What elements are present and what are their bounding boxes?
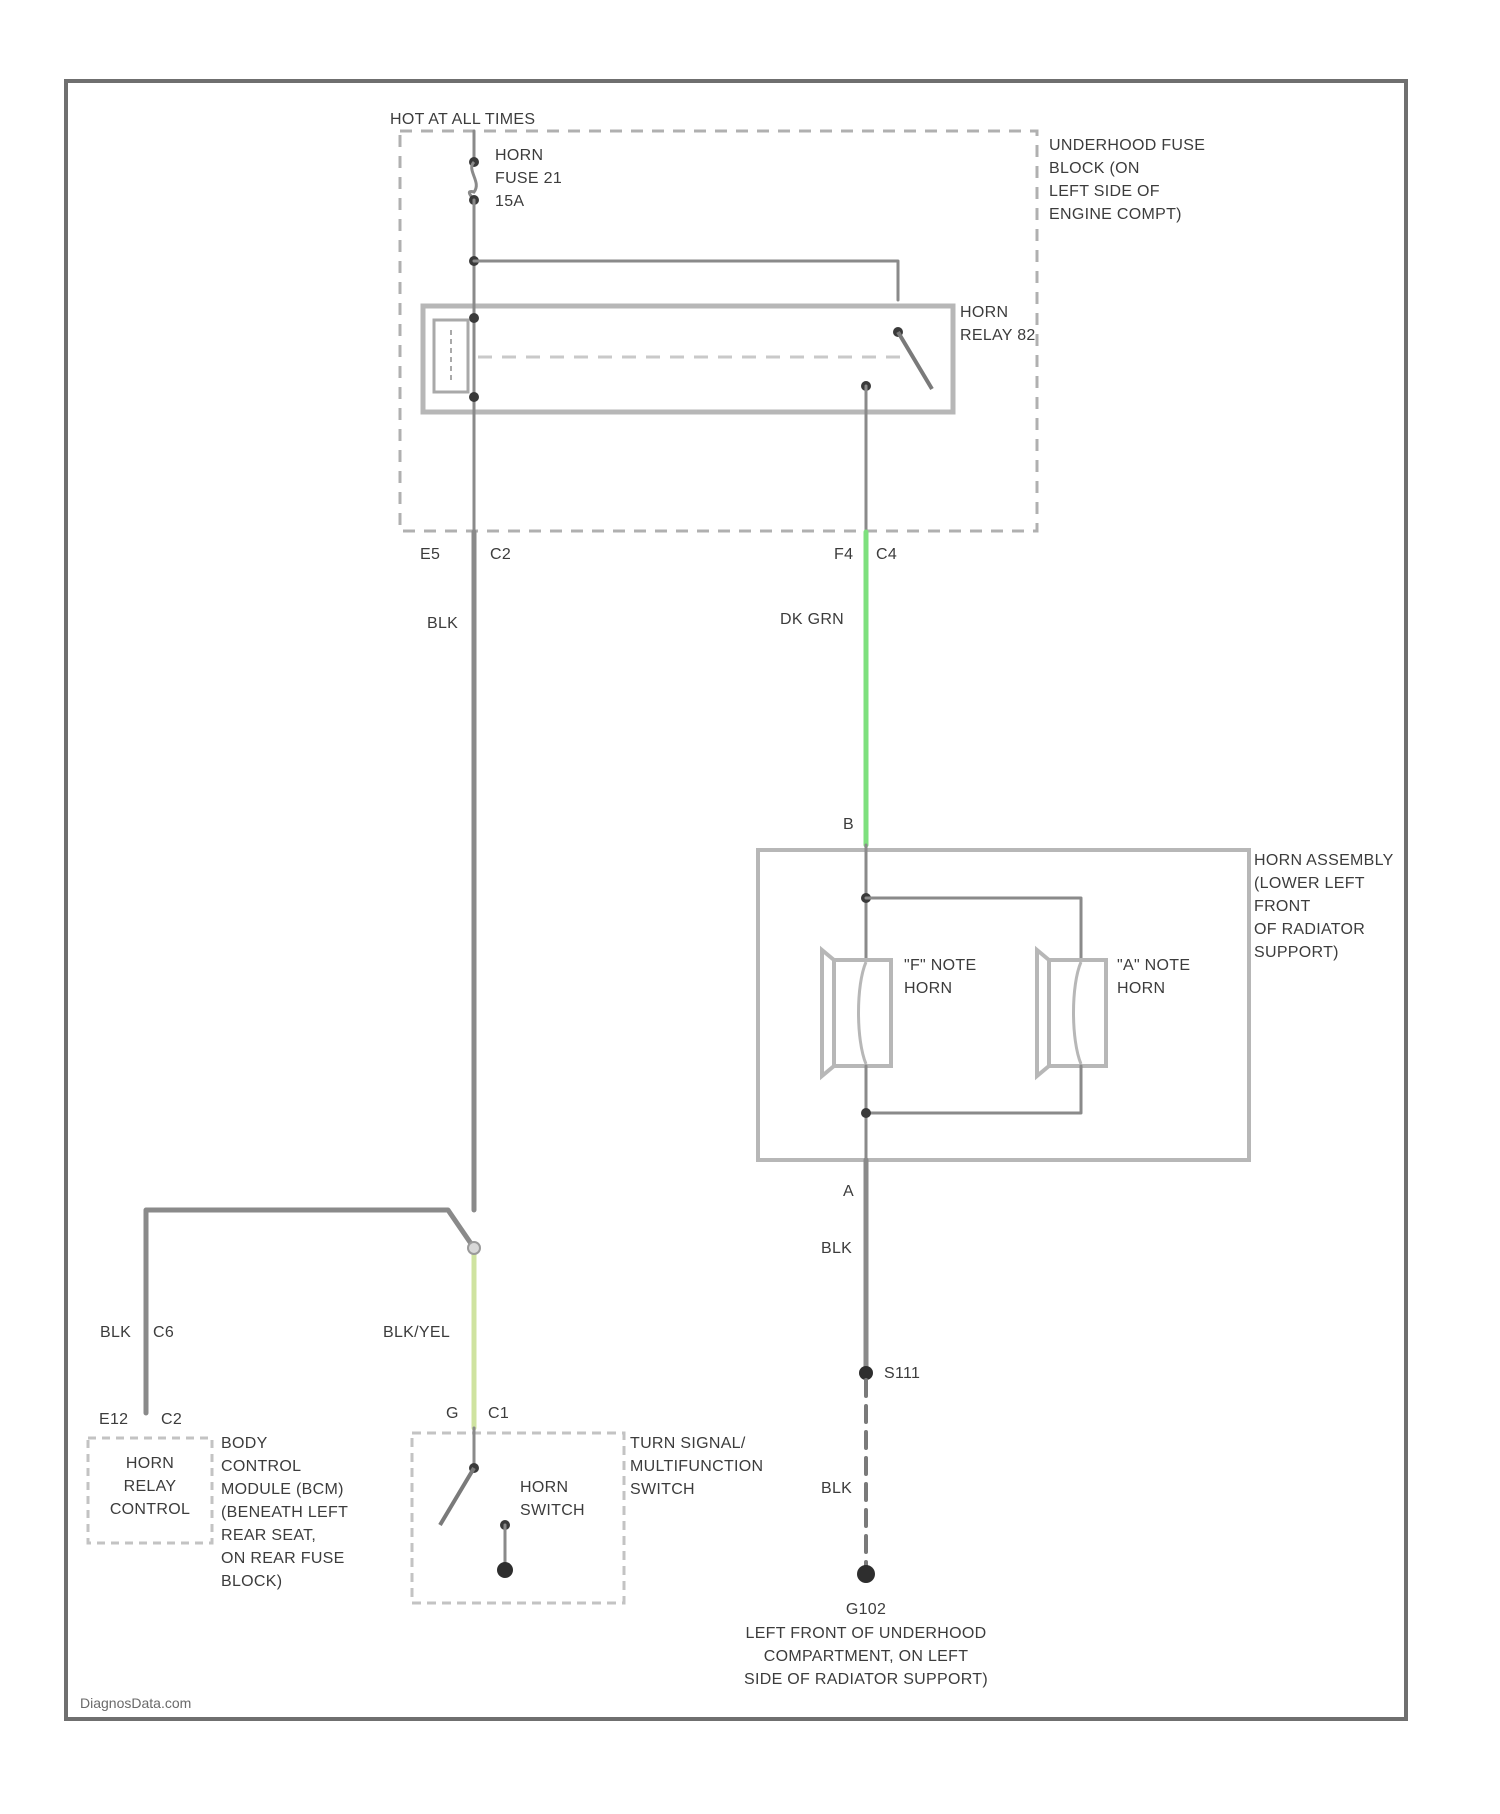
relay-coil-terminal-bottom <box>469 392 479 402</box>
ground-location-line-3: SIDE OF RADIATOR SUPPORT) <box>744 1671 988 1688</box>
horn-assembly-label-2: (LOWER LEFT <box>1254 875 1365 892</box>
turn-signal-switch-label-3: SWITCH <box>630 1481 695 1498</box>
bcm-label-2: CONTROL <box>221 1458 301 1475</box>
horn-assembly-label-1: HORN ASSEMBLY <box>1254 852 1394 869</box>
fuse-label-2: FUSE 21 <box>495 170 562 187</box>
fuse-label-3: 15A <box>495 193 524 210</box>
a-note-horn-label-1: "A" NOTE <box>1117 957 1190 974</box>
horn-ground-wire-label: BLK <box>821 1240 852 1257</box>
bcm-pin-e12-label: E12 <box>99 1411 128 1428</box>
horn-switch-blade-icon <box>440 1468 474 1525</box>
horn-relay-label-2: RELAY 82 <box>960 327 1036 344</box>
connector-c4-label: C4 <box>876 546 897 563</box>
connector-e5-pin: E5 <box>420 546 440 563</box>
horn-switch-label-1: HORN <box>520 1479 568 1496</box>
horn-relay-control-label-2: RELAY <box>124 1478 177 1495</box>
horn-return-junction <box>861 1108 871 1118</box>
bcm-label-4: (BENEATH LEFT <box>221 1504 348 1521</box>
a-note-horn-icon <box>1037 950 1106 1076</box>
blk-bcm-wire-connector: C6 <box>153 1324 174 1341</box>
bcm-label-6: ON REAR FUSE <box>221 1550 345 1567</box>
horn-a-feed-wire <box>866 898 1081 960</box>
bcm-label-5: REAR SEAT, <box>221 1527 316 1544</box>
ground-location-line-1: LEFT FRONT OF UNDERHOOD <box>746 1625 987 1642</box>
blk-bcm-wire-label: BLK <box>100 1324 131 1341</box>
bcm-connector-c2-label: C2 <box>161 1411 182 1428</box>
bcm-label-1: BODY <box>221 1435 268 1452</box>
f-note-horn-label-2: HORN <box>904 980 952 997</box>
turn-signal-switch-label-2: MULTIFUNCTION <box>630 1458 763 1475</box>
horn-relay-label-1: HORN <box>960 304 1008 321</box>
horn-a-return-wire <box>866 1066 1081 1113</box>
ground-lead-wire-label: BLK <box>821 1480 852 1497</box>
watermark: DiagnosData.com <box>80 1695 191 1711</box>
relay-switch-feed-wire <box>474 261 898 300</box>
horn-relay-control-label-1: HORN <box>126 1455 174 1472</box>
ground-g102-label: G102 <box>846 1601 886 1618</box>
horn-assembly-label-5: SUPPORT) <box>1254 944 1339 961</box>
horn-switch-label-2: SWITCH <box>520 1502 585 1519</box>
relay-switch-blade-icon <box>898 332 932 389</box>
underhood-fuse-block-outline <box>400 131 1037 531</box>
fuse-element-icon <box>469 162 476 200</box>
blk-relay-wire-label: BLK <box>427 615 458 632</box>
f-note-horn-icon <box>822 950 891 1076</box>
horn-switch-ground-icon <box>497 1562 513 1578</box>
connector-c2-label: C2 <box>490 546 511 563</box>
splice-s111 <box>859 1366 873 1380</box>
horn-relay-box <box>423 306 953 412</box>
splice-s111-label: S111 <box>884 1365 920 1382</box>
switch-pin-g-label: G <box>446 1405 459 1422</box>
blk-yel-wire-label: BLK/YEL <box>383 1324 450 1341</box>
underhood-fuse-block-label-3: LEFT SIDE OF <box>1049 183 1160 200</box>
turn-signal-switch-label-1: TURN SIGNAL/ <box>630 1435 746 1452</box>
horn-relay-control-label-3: CONTROL <box>110 1501 190 1518</box>
switch-connector-c1-label: C1 <box>488 1405 509 1422</box>
horn-assembly-label-4: OF RADIATOR <box>1254 921 1365 938</box>
f-note-horn-label-1: "F" NOTE <box>904 957 976 974</box>
ground-location-line-2: COMPARTMENT, ON LEFT <box>764 1648 969 1665</box>
underhood-fuse-block-label-4: ENGINE COMPT) <box>1049 206 1182 223</box>
bcm-label-7: BLOCK) <box>221 1573 282 1590</box>
blk-yel-junction <box>468 1242 480 1254</box>
underhood-fuse-block-label-1: UNDERHOOD FUSE <box>1049 137 1205 154</box>
horn-connector-a-label: A <box>843 1183 854 1200</box>
underhood-fuse-block-label-2: BLOCK (ON <box>1049 160 1140 177</box>
horn-connector-b-label: B <box>843 816 854 833</box>
a-note-horn-label-2: HORN <box>1117 980 1165 997</box>
ground-g102-icon <box>857 1565 875 1583</box>
horn-assembly-label-3: FRONT <box>1254 898 1311 915</box>
connector-f4-pin: F4 <box>834 546 853 563</box>
bcm-label-3: MODULE (BCM) <box>221 1481 344 1498</box>
hot-at-all-times-label: HOT AT ALL TIMES <box>390 111 535 128</box>
blk-bcm-wire <box>146 1210 474 1413</box>
relay-coil-terminal-top <box>469 313 479 323</box>
dk-grn-wire-label: DK GRN <box>780 611 844 628</box>
fuse-label-1: HORN <box>495 147 543 164</box>
